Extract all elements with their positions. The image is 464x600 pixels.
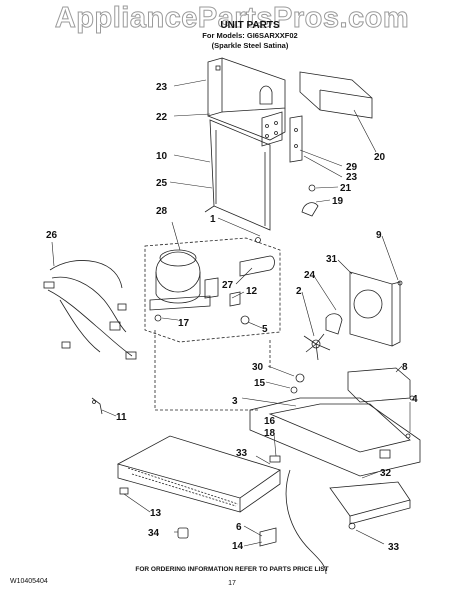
callout-16: 16 — [264, 416, 276, 427]
callout-6: 6 — [236, 522, 242, 533]
guide-lines — [154, 330, 271, 411]
watermark-logo: AppliancePartsPros.com — [54, 2, 410, 35]
callout-9: 9 — [376, 230, 382, 241]
callout-2: 2 — [296, 286, 302, 297]
ordering-note: FOR ORDERING INFORMATION REFER TO PARTS … — [135, 566, 329, 573]
callout-12: 12 — [246, 286, 258, 297]
callout-1: 1 — [210, 214, 216, 225]
diagram-title: UNIT PARTS — [220, 20, 280, 31]
document-number: W10405404 — [10, 578, 48, 585]
callout-8: 8 — [402, 362, 408, 373]
callout-33-right: 33 — [388, 542, 400, 553]
callout-13: 13 — [150, 508, 162, 519]
duct-bracket-drawing — [289, 71, 373, 163]
wire-harness-drawing — [43, 260, 137, 360]
callout-15: 15 — [254, 378, 266, 389]
clip-drawing — [301, 184, 319, 217]
callout-10: 10 — [156, 151, 168, 162]
callout-31: 31 — [326, 254, 338, 265]
leader-lines — [51, 79, 411, 547]
page-number: 17 — [228, 580, 236, 587]
callout-5: 5 — [262, 324, 268, 335]
mounting-bracket-drawing — [207, 57, 286, 147]
callout-23-top: 23 — [156, 82, 168, 93]
callout-18: 18 — [264, 428, 276, 439]
cover-panel-drawing — [204, 119, 271, 231]
bracket-11-drawing — [91, 397, 103, 415]
base-pan-drawing — [249, 367, 421, 477]
callout-24: 24 — [304, 270, 316, 281]
callout-32: 32 — [380, 468, 392, 479]
condenser-drawing — [116, 435, 281, 513]
callout-11: 11 — [116, 412, 127, 423]
drain-pan-drawing — [329, 481, 411, 525]
callout-17: 17 — [178, 318, 190, 329]
callout-34: 34 — [148, 528, 160, 539]
callout-19: 19 — [332, 196, 344, 207]
model-number: For Models: GI6SARXXF02 — [202, 31, 298, 40]
callout-23-right: 23 — [346, 172, 358, 183]
callout-3: 3 — [232, 396, 238, 407]
callout-21: 21 — [340, 183, 352, 194]
callout-27: 27 — [222, 280, 234, 291]
callout-22: 22 — [156, 112, 168, 123]
tube-drawing — [177, 469, 356, 575]
callout-28: 28 — [156, 206, 168, 217]
callout-26: 26 — [46, 230, 58, 241]
callout-20: 20 — [374, 152, 386, 163]
diagram-header: UNIT PARTS For Models: GI6SARXXF02 (Spar… — [150, 21, 350, 51]
callout-4: 4 — [412, 394, 418, 405]
callout-33-left: 33 — [236, 448, 248, 459]
model-color: (Sparkle Steel Satina) — [211, 41, 289, 50]
callout-30: 30 — [252, 362, 264, 373]
callout-25: 25 — [156, 178, 168, 189]
compressor-assembly-drawing — [144, 237, 281, 343]
callout-14: 14 — [232, 541, 244, 552]
callout-29: 29 — [346, 162, 358, 173]
fan-assembly-drawing — [303, 271, 403, 361]
